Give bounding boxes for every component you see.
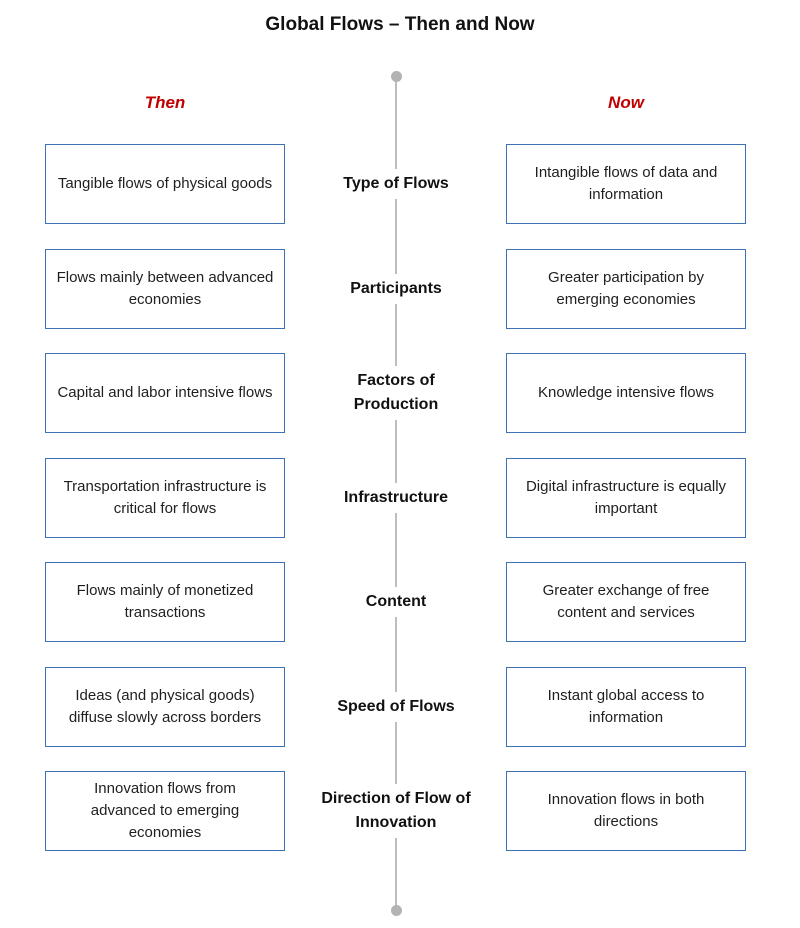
row-label: Participants — [346, 274, 446, 304]
now-box: Intangible flows of data and information — [506, 144, 746, 224]
now-column-header: Now — [608, 93, 644, 112]
then-box: Tangible flows of physical goods — [45, 144, 285, 224]
timeline-bottom-dot — [390, 905, 402, 916]
then-box: Transportation infrastructure is critica… — [45, 458, 285, 538]
now-box: Knowledge intensive flows — [506, 353, 746, 433]
comparison-row-content: Flows mainly of monetized transactions C… — [0, 562, 800, 644]
now-box: Greater exchange of free content and ser… — [506, 562, 746, 642]
then-box: Flows mainly of monetized transactions — [45, 562, 285, 642]
row-label: Direction of Flow of Innovation — [312, 784, 480, 838]
comparison-row-direction-of-innovation: Innovation flows from advanced to emergi… — [0, 771, 800, 853]
row-label: Type of Flows — [339, 169, 453, 199]
row-label-container: Infrastructure — [306, 458, 486, 538]
row-label-container: Content — [306, 562, 486, 642]
then-box: Capital and labor intensive flows — [45, 353, 285, 433]
then-box: Ideas (and physical goods) diffuse slowl… — [45, 667, 285, 747]
diagram-title: Global Flows – Then and Now — [265, 14, 535, 35]
comparison-row-speed-of-flows: Ideas (and physical goods) diffuse slowl… — [0, 667, 800, 749]
then-box: Innovation flows from advanced to emergi… — [45, 771, 285, 851]
row-label-container: Type of Flows — [306, 144, 486, 224]
comparison-row-infrastructure: Transportation infrastructure is critica… — [0, 458, 800, 540]
row-label: Infrastructure — [339, 483, 453, 513]
comparison-row-participants: Flows mainly between advanced economies … — [0, 249, 800, 331]
comparison-row-factors-of-production: Capital and labor intensive flows Factor… — [0, 353, 800, 435]
now-box: Digital infrastructure is equally import… — [506, 458, 746, 538]
row-label-container: Factors of Production — [306, 353, 486, 433]
row-label-container: Direction of Flow of Innovation — [306, 771, 486, 851]
row-label: Factors of Production — [342, 366, 450, 420]
comparison-row-type-of-flows: Tangible flows of physical goods Type of… — [0, 144, 800, 226]
now-box: Instant global access to information — [506, 667, 746, 747]
row-label-container: Participants — [306, 249, 486, 329]
then-box: Flows mainly between advanced economies — [45, 249, 285, 329]
row-label: Content — [361, 587, 431, 617]
row-label-container: Speed of Flows — [306, 667, 486, 747]
timeline-top-dot — [390, 71, 402, 82]
now-box: Innovation flows in both directions — [506, 771, 746, 851]
then-column-header: Then — [144, 93, 186, 112]
now-box: Greater participation by emerging econom… — [506, 249, 746, 329]
row-label: Speed of Flows — [333, 692, 459, 722]
